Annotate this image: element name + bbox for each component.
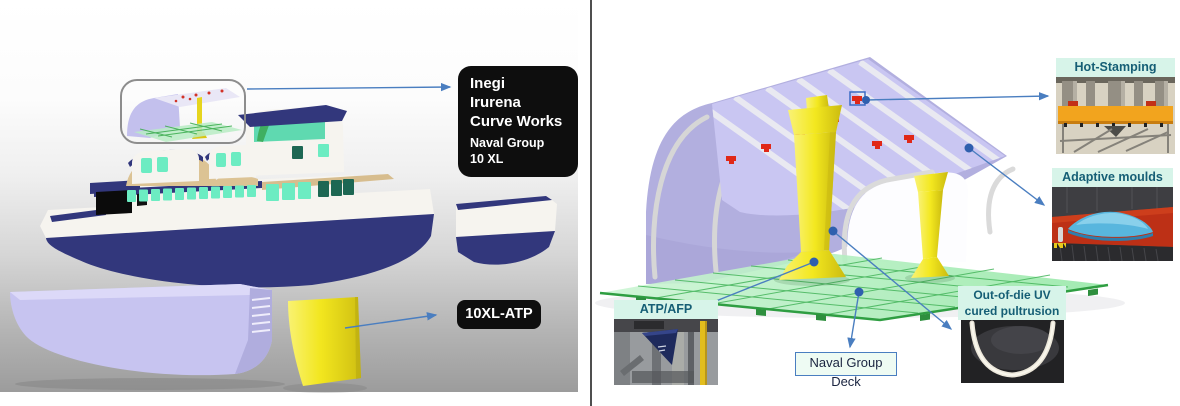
ferry-windows <box>127 179 354 202</box>
support-pillar-small <box>911 172 949 278</box>
label-line: Out-of-die UV <box>973 288 1051 302</box>
connector-atp-afp <box>715 261 815 302</box>
out-of-die-label: Out-of-die UV cured pultrusion <box>958 286 1066 320</box>
supplier-list-label: Inegi Irurena Curve Works Naval Group 10… <box>458 66 578 177</box>
label-line: Curve Works <box>470 113 563 130</box>
yellow-hull-panel <box>288 297 361 386</box>
ferry-exploded-view <box>10 79 557 393</box>
atp-afp-label: ATP/AFP <box>614 300 718 319</box>
label-line: Naval Group <box>470 136 545 150</box>
panel-divider <box>590 0 592 406</box>
mini-deck-callout <box>120 79 246 144</box>
connector-main-label <box>246 82 452 92</box>
hot-stamping-label: Hot-Stamping <box>1056 58 1175 77</box>
ferry-hull <box>40 189 434 288</box>
connector-hot-stamping <box>865 92 1050 101</box>
connector-naval-deck <box>847 291 860 349</box>
label-line: cured pultrusion <box>964 304 1060 318</box>
label-line: Irurena <box>470 94 521 111</box>
label-line: Inegi <box>470 75 506 92</box>
connector-part-label <box>344 312 438 329</box>
ferry-stern-section <box>456 196 557 265</box>
connector-adaptive-moulds <box>968 147 1046 206</box>
ferry-wheelhouse <box>238 105 347 176</box>
atp-afp-photo <box>614 319 718 385</box>
out-of-die-photo <box>961 320 1064 383</box>
annotation-connectors <box>246 82 1050 349</box>
naval-group-deck-label: Naval Group Deck <box>795 352 897 389</box>
label-line: 10 XL <box>470 152 504 166</box>
hot-stamping-photo <box>1056 77 1175 154</box>
adaptive-moulds-label: Adaptive moulds <box>1052 168 1173 187</box>
part-label-10xl-atp: 10XL-ATP <box>457 300 541 329</box>
connector-out-of-die <box>832 230 953 330</box>
adaptive-moulds-photo <box>1052 187 1173 261</box>
connector-dots <box>809 96 974 297</box>
arch-ribs <box>841 166 1016 264</box>
hull-bottom-part <box>10 284 272 376</box>
